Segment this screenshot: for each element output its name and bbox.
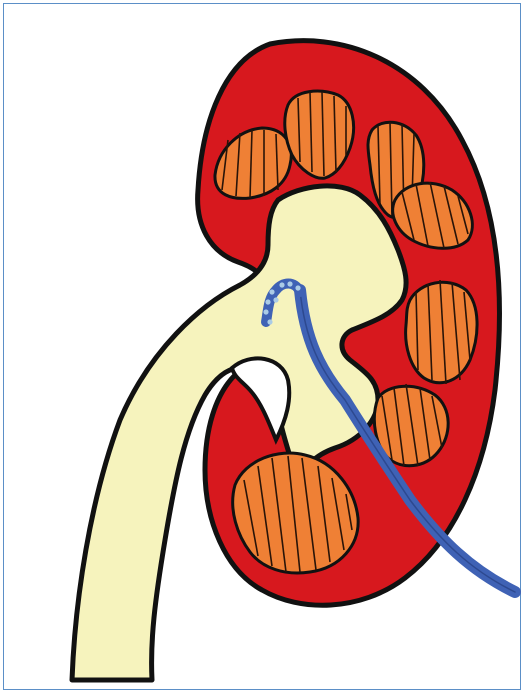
coil-dot <box>267 319 272 324</box>
coil-dot <box>263 309 268 314</box>
coil-dot <box>265 299 270 304</box>
coil-dot <box>273 297 278 302</box>
coil-dot <box>279 282 284 287</box>
pyramid-right-middle <box>406 280 477 384</box>
coil-dot <box>287 281 292 286</box>
coil-dot <box>295 285 300 290</box>
coil-dot <box>269 289 274 294</box>
